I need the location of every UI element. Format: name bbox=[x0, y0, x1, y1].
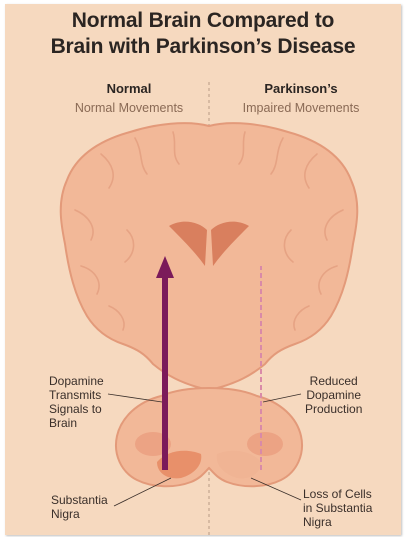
brain-section bbox=[61, 123, 358, 390]
label-reduced-dopamine: Reduced Dopamine Production bbox=[305, 374, 362, 416]
normal-heading: Normal bbox=[39, 81, 219, 96]
brainstem-nucleus-right bbox=[247, 432, 283, 456]
parkinsons-subheading: Impaired Movements bbox=[211, 101, 391, 115]
parkinsons-heading: Parkinson’s bbox=[211, 81, 391, 96]
normal-subheading: Normal Movements bbox=[39, 101, 219, 115]
label-loss-of-cells: Loss of Cells in Substantia Nigra bbox=[303, 487, 372, 529]
label-dopamine-transmits: Dopamine Transmits Signals to Brain bbox=[49, 374, 104, 430]
label-substantia-nigra: Substantia Nigra bbox=[51, 493, 108, 521]
diagram-panel: Normal Brain Compared to Brain with Park… bbox=[5, 4, 401, 535]
